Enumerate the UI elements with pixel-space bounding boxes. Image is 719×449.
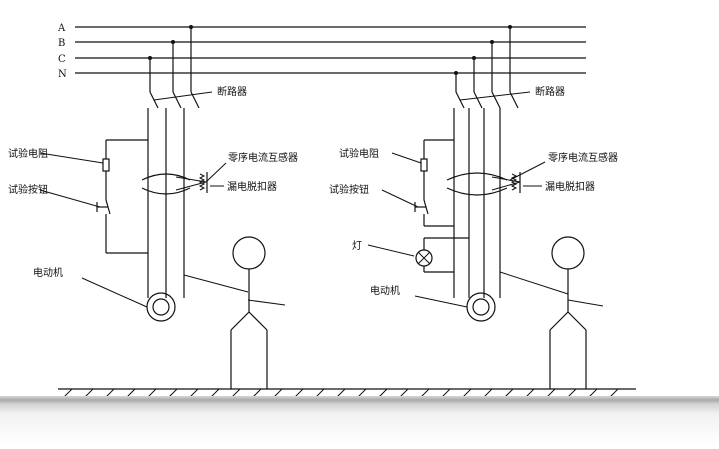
left-person [230, 236, 268, 389]
left-test-resistor [102, 158, 110, 172]
left-leakage-release-label: 漏电脱扣器 [227, 180, 277, 193]
right-zero-seq-ct-label: 零序电流互感器 [548, 151, 618, 164]
right-circuit: 断路器 试验电阻 试验按钮 灯 [329, 25, 618, 389]
right-test-resistor-label: 试验电阻 [339, 147, 379, 160]
right-test-resistor [420, 158, 428, 172]
bus-bars: A B C N [57, 23, 586, 80]
right-person [549, 236, 587, 389]
leakage-path [247, 299, 286, 306]
right-leakage-release [510, 172, 542, 193]
right-leakage-release-label: 漏电脱扣器 [545, 180, 595, 193]
bus-label-b: B [58, 38, 65, 49]
leakage-path [183, 274, 249, 293]
bus-label-c: C [58, 54, 66, 65]
right-motor [466, 292, 496, 322]
right-breaker-label: 断路器 [535, 85, 565, 98]
left-motor [146, 292, 176, 322]
right-breaker-symbol [455, 91, 531, 109]
left-test-button-label: 试验按钮 [8, 183, 48, 196]
bus-label-n: N [58, 69, 67, 80]
right-motor-label: 电动机 [370, 284, 400, 297]
right-lamp [415, 249, 433, 267]
left-breaker-label: 断路器 [217, 85, 247, 98]
left-leakage-release [198, 172, 224, 193]
left-zero-seq-ct-label: 零序电流互感器 [228, 151, 298, 164]
bus-label-a: A [57, 23, 66, 34]
left-circuit: 断路器 试验电阻 试验按钮 零序电流互感器 [8, 25, 298, 389]
leakage-path [499, 271, 569, 295]
left-breaker-symbol [149, 91, 213, 109]
right-lamp-label: 灯 [352, 240, 362, 252]
left-test-resistor-label: 试验电阻 [8, 147, 48, 160]
left-motor-label: 电动机 [33, 266, 63, 279]
right-test-button-label: 试验按钮 [329, 183, 369, 196]
right-zero-sequence-ct [446, 161, 546, 196]
left-zero-sequence-ct [141, 162, 227, 195]
bottom-scroll-bar [0, 396, 719, 445]
leakage-path [567, 299, 604, 307]
